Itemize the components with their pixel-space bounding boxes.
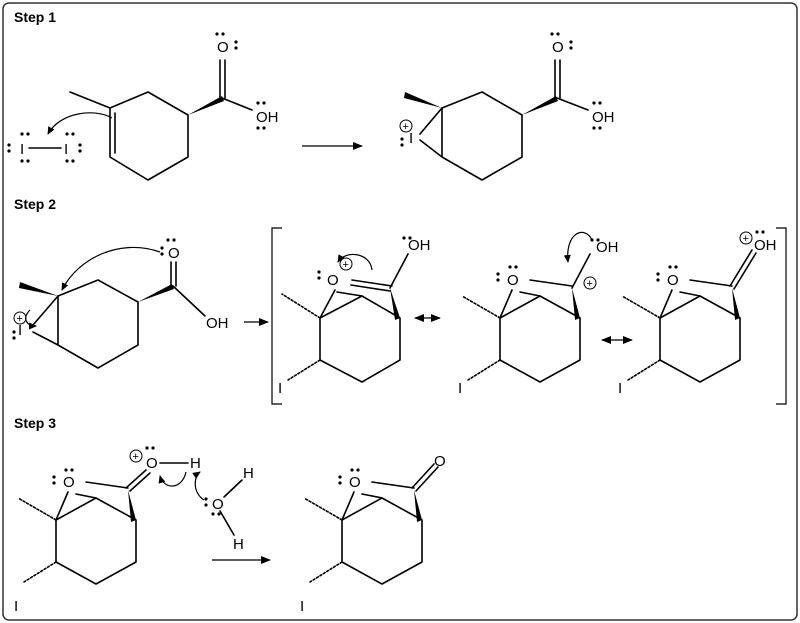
- step1-curly-arrow-alkene-to-iodine: [47, 112, 113, 135]
- iodine-atom-right: I: [64, 141, 68, 158]
- step1-carbonyl-oxygen: O: [217, 39, 229, 56]
- product-ring-oxygen: O: [349, 474, 361, 491]
- resonance-structure-2: O + OH I: [458, 238, 619, 397]
- step3-acidic-hydrogen: H: [190, 455, 201, 472]
- water-hydrogen-top: H: [243, 465, 254, 482]
- res1-hydroxyl: OH: [408, 237, 431, 254]
- water-oxygen: O: [212, 496, 224, 513]
- water-hydrogen-bottom: H: [233, 536, 244, 553]
- step2-hydroxyl: OH: [206, 315, 229, 332]
- step1-iodonium-iodine: I: [409, 130, 413, 147]
- resonance-structure-3: O OH + I: [618, 230, 777, 397]
- step-3-label: Step 3: [14, 415, 56, 431]
- res3-oxonium-hydroxyl: OH: [754, 237, 777, 254]
- resonance-bracket-left: [271, 227, 282, 405]
- step3-ring-oxygen: O: [63, 474, 75, 491]
- res3-ring-oxygen: O: [667, 272, 679, 289]
- step3-curly-arrow-water-attack: [192, 471, 205, 501]
- step3-water-molecule: O H H: [204, 465, 254, 553]
- step-2-label: Step 2: [14, 196, 56, 212]
- step3-protonated-lactone: O O + H I: [14, 446, 201, 615]
- step2-curly-arrow-oxygen-attack: [61, 246, 161, 291]
- step2-carbonyl-oxygen: O: [168, 245, 180, 262]
- step3-oxonium-charge: +: [133, 451, 139, 463]
- res2-curly-arrow: [563, 231, 593, 263]
- step-1-label: Step 1: [14, 9, 56, 25]
- res1-curly-arrow: [337, 253, 373, 271]
- step2-iodonium-iodine: I: [18, 322, 22, 339]
- res2-carbocation-charge: +: [587, 278, 593, 290]
- step1-product-carbonyl-oxygen: O: [552, 39, 564, 56]
- step3-lactone-product: O O I: [300, 453, 446, 615]
- step1-product-hydroxyl: OH: [592, 109, 615, 126]
- res2-ring-oxygen: O: [507, 272, 519, 289]
- iodine-atom-left: I: [20, 141, 24, 158]
- step1-hydroxyl: OH: [256, 109, 279, 126]
- step3-iodine: I: [14, 598, 18, 615]
- step1-iodonium-charge: +: [403, 121, 409, 133]
- step2-iodonium-charge: +: [17, 313, 23, 325]
- product-iodine: I: [300, 598, 304, 615]
- step1-product-iodonium: I + O OH: [399, 32, 615, 181]
- res2-hydroxyl: OH: [596, 239, 619, 256]
- step1-reactant-cyclohexene-acid: O OH: [69, 32, 279, 181]
- product-carbonyl-oxygen: O: [434, 453, 446, 470]
- res3-iodine: I: [618, 380, 622, 397]
- res3-oxonium-charge: +: [743, 233, 749, 245]
- resonance-bracket-right: [776, 227, 787, 405]
- step3-curly-arrow-bond-to-oxygen: [158, 471, 187, 487]
- res1-iodine: I: [278, 380, 282, 397]
- step3-oxonium-oxygen: O: [146, 455, 158, 472]
- res1-oxonium-charge: +: [343, 259, 349, 271]
- res1-ring-oxygen: O: [327, 272, 339, 289]
- res2-iodine: I: [458, 380, 462, 397]
- step2-curly-arrow-iodine-release: [25, 309, 37, 330]
- resonance-structure-1: O + OH I: [278, 236, 431, 397]
- step2-iodonium-acid: I + O OH: [12, 238, 229, 369]
- step1-iodine-molecule: I I: [7, 132, 82, 163]
